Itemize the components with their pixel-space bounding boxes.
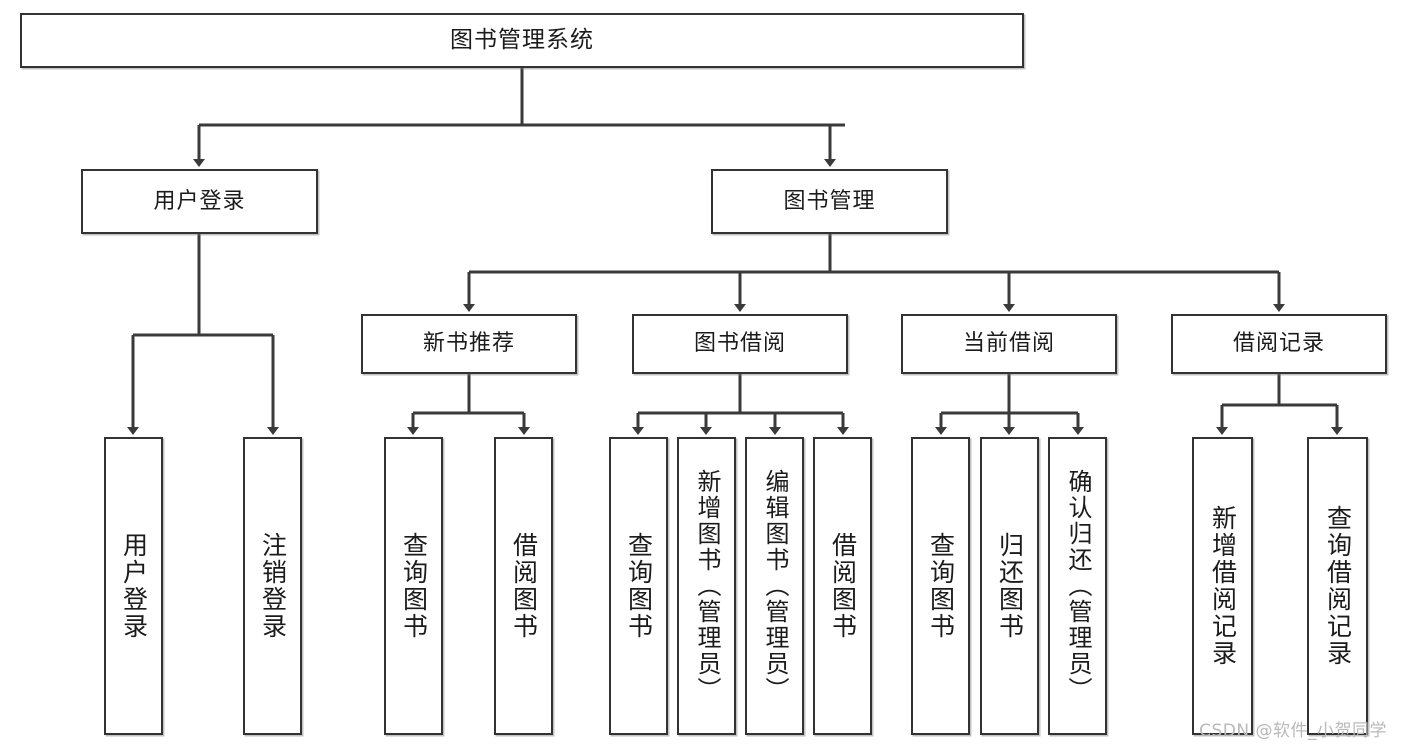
node-label: 图书管理系统	[450, 27, 594, 54]
node-current-borrow[interactable]: 当前借阅	[901, 314, 1117, 374]
leaf-record-query[interactable]: 查询借阅记录	[1307, 437, 1368, 735]
node-label: 查询图书	[926, 532, 956, 640]
node-new-book-recommend[interactable]: 新书推荐	[361, 314, 577, 374]
node-label: 用户登录	[153, 188, 246, 214]
node-root-system[interactable]: 图书管理系统	[20, 13, 1024, 68]
node-label: 借阅图书	[509, 532, 539, 640]
node-book-management[interactable]: 图书管理	[711, 169, 948, 234]
node-label: 新书推荐	[422, 331, 515, 357]
leaf-current-query-book[interactable]: 查询图书	[911, 437, 970, 735]
node-book-borrow[interactable]: 图书借阅	[632, 314, 848, 374]
leaf-borrow-edit-book[interactable]: 编辑图书（管理员）	[745, 437, 804, 735]
leaf-user-login-login[interactable]: 用户登录	[104, 437, 163, 735]
node-label: 编辑图书（管理员）	[760, 469, 789, 703]
node-label: 查询图书	[399, 532, 429, 640]
leaf-current-confirm-return[interactable]: 确认归还（管理员）	[1048, 437, 1107, 735]
leaf-user-login-logout[interactable]: 注销登录	[243, 437, 302, 735]
node-label: 借阅图书	[828, 532, 858, 640]
node-user-login[interactable]: 用户登录	[81, 169, 318, 234]
node-label: 查询图书	[624, 532, 654, 640]
node-label: 归还图书	[995, 532, 1025, 640]
leaf-new-book-borrow[interactable]: 借阅图书	[494, 437, 553, 735]
leaf-borrow-borrow-book[interactable]: 借阅图书	[813, 437, 872, 735]
node-label: 当前借阅	[962, 331, 1055, 357]
node-label: 注销登录	[258, 532, 288, 640]
csdn-watermark: CSDN @软件_小贺同学	[1199, 721, 1387, 741]
node-label: 图书借阅	[693, 331, 786, 357]
node-label: 图书管理	[783, 188, 876, 214]
node-borrow-record[interactable]: 借阅记录	[1171, 314, 1387, 374]
leaf-borrow-add-book[interactable]: 新增图书（管理员）	[677, 437, 736, 735]
leaf-new-book-query[interactable]: 查询图书	[384, 437, 443, 735]
leaf-current-return-book[interactable]: 归还图书	[980, 437, 1039, 735]
leaf-record-add[interactable]: 新增借阅记录	[1192, 437, 1253, 735]
node-label: 新增借阅记录	[1208, 505, 1238, 667]
leaf-borrow-query-book[interactable]: 查询图书	[609, 437, 668, 735]
node-label: 查询借阅记录	[1323, 505, 1353, 667]
node-label: 新增图书（管理员）	[692, 469, 721, 703]
node-label: 确认归还（管理员）	[1063, 469, 1092, 703]
node-label: 借阅记录	[1232, 331, 1325, 357]
node-label: 用户登录	[119, 532, 149, 640]
